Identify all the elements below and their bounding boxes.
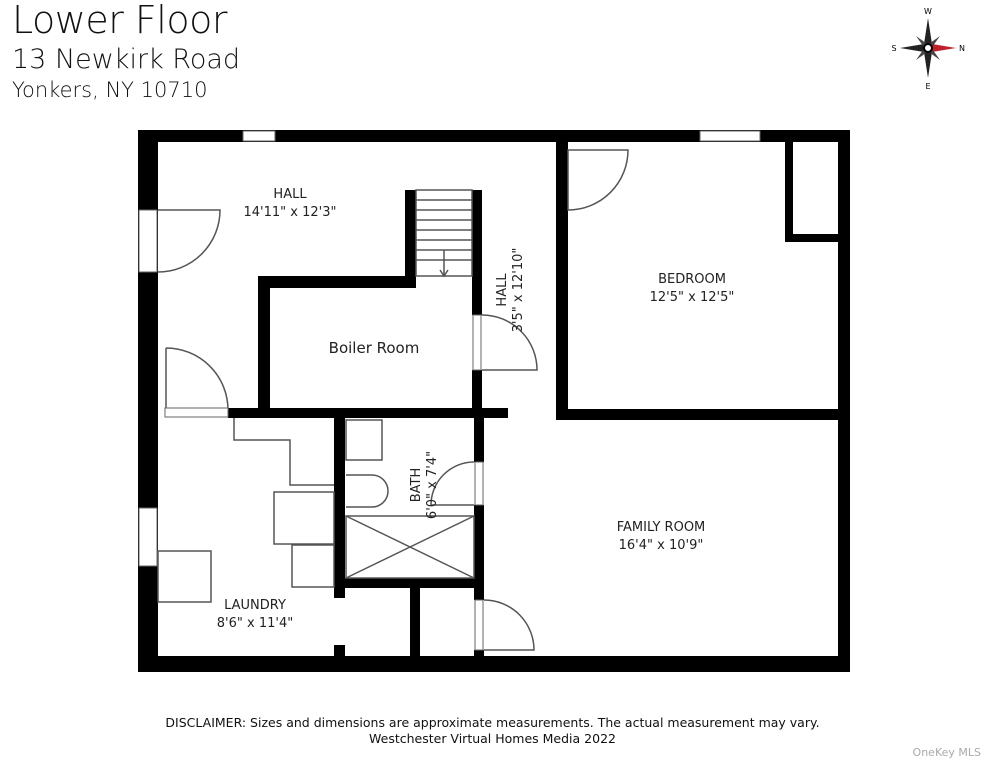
room-dims: 8'6" x 11'4" (217, 616, 293, 631)
room-dims: 16'4" x 10'9" (619, 538, 704, 553)
compass-label-left: S (891, 44, 896, 53)
room-name: HALL (495, 273, 510, 307)
compass-label-bottom: E (925, 82, 930, 91)
stairs (415, 189, 473, 278)
fixtures (157, 189, 475, 603)
street-address: 13 Newkirk Road (12, 44, 241, 75)
doors (157, 149, 629, 651)
room-labels: HALL 14'11" x 12'3" HALL 3'5" x 12'10" B… (217, 187, 735, 631)
compass-rose-icon: W N S E (891, 7, 965, 91)
watermark: OneKey MLS (912, 746, 981, 759)
credit: Westchester Virtual Homes Media 2022 (369, 731, 616, 746)
room-dims: 12'5" x 12'5" (650, 290, 735, 305)
disclaimer: DISCLAIMER: Sizes and dimensions are app… (165, 715, 820, 730)
room-name: HALL (273, 187, 307, 202)
room-dims: 14'11" x 12'3" (244, 205, 337, 220)
compass-label-top: W (924, 7, 932, 16)
floor-title: Lower Floor (12, 0, 227, 42)
windows (138, 130, 761, 567)
room-name: BATH (409, 468, 424, 503)
room-name: BEDROOM (658, 272, 726, 287)
compass-label-right: N (959, 44, 965, 53)
city-address: Yonkers, NY 10710 (12, 78, 208, 102)
room-name: LAUNDRY (224, 598, 286, 613)
room-dims: 3'5" x 12'10" (511, 248, 526, 333)
room-name: Boiler Room (329, 339, 420, 357)
room-name: FAMILY ROOM (617, 520, 706, 535)
room-dims: 6'0" x 7'4" (425, 451, 440, 519)
